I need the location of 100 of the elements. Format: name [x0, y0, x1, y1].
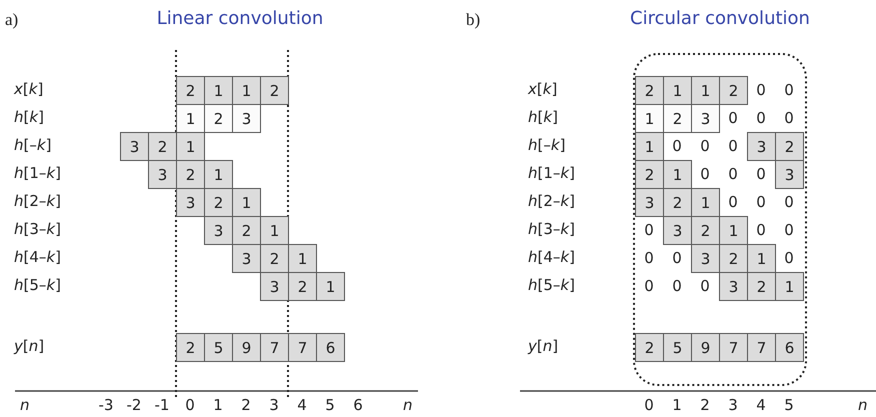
- sequence-label: h[5–k]: [14, 278, 61, 293]
- sequence-cell: 2: [635, 160, 664, 189]
- sequence-cell: 2: [691, 216, 720, 245]
- sequence-cell: 1: [316, 272, 345, 301]
- axis-tick-label: 2: [241, 398, 251, 413]
- zero-value: 0: [756, 223, 766, 238]
- sequence-label: x[k]: [14, 82, 44, 97]
- sequence-cell: 1: [635, 104, 664, 133]
- axis-tick-label: 1: [213, 398, 223, 413]
- zero-value: 0: [784, 223, 794, 238]
- sequence-label: h[–k]: [14, 138, 52, 153]
- sequence-cell: 1: [204, 160, 233, 189]
- sequence-cell: 2: [176, 333, 205, 362]
- sequence-cell: 7: [719, 333, 748, 362]
- axis-tick-label: 0: [644, 398, 654, 413]
- zero-value: 0: [784, 251, 794, 266]
- sequence-cell: 3: [691, 104, 720, 133]
- sequence-label: y[n]: [528, 339, 558, 354]
- sequence-cell: 3: [719, 272, 748, 301]
- zero-value: 0: [672, 279, 682, 294]
- sequence-label: h[5–k]: [528, 278, 575, 293]
- sequence-label: h[1–k]: [528, 166, 575, 181]
- sequence-cell: 2: [288, 272, 317, 301]
- sequence-cell: 3: [635, 188, 664, 217]
- sequence-cell: 2: [719, 76, 748, 105]
- sequence-cell: 1: [747, 244, 776, 273]
- sequence-cell: 1: [204, 76, 233, 105]
- sequence-cell: 3: [691, 244, 720, 273]
- sequence-cell: 3: [148, 160, 177, 189]
- zero-value: 0: [728, 111, 738, 126]
- sequence-label: h[4–k]: [528, 250, 575, 265]
- sequence-label: h[2–k]: [528, 194, 575, 209]
- sequence-cell: 1: [232, 188, 261, 217]
- panel-letter: b): [466, 11, 480, 28]
- sequence-cell: 2: [635, 76, 664, 105]
- sequence-label: h[k]: [14, 110, 44, 125]
- sequence-cell: 3: [232, 104, 261, 133]
- sequence-cell: 7: [288, 333, 317, 362]
- sequence-cell: 1: [691, 188, 720, 217]
- zero-value: 0: [756, 167, 766, 182]
- axis-tick-label: -3: [98, 398, 114, 413]
- sequence-cell: 2: [176, 76, 205, 105]
- zero-value: 0: [728, 139, 738, 154]
- sequence-cell: 9: [691, 333, 720, 362]
- sequence-cell: 3: [663, 216, 692, 245]
- sequence-cell: 1: [232, 76, 261, 105]
- axis-tick-label: 5: [325, 398, 335, 413]
- sequence-cell: 2: [260, 76, 289, 105]
- axis-tick-label: 0: [185, 398, 195, 413]
- zero-value: 0: [784, 111, 794, 126]
- sequence-label: h[2–k]: [14, 194, 61, 209]
- sequence-cell: 1: [635, 132, 664, 161]
- axis-tick-label: 6: [353, 398, 363, 413]
- sequence-cell: 5: [663, 333, 692, 362]
- zero-value: 0: [700, 279, 710, 294]
- sequence-cell: 2: [747, 272, 776, 301]
- sequence-label: h[4–k]: [14, 250, 61, 265]
- axis-tick-label: 3: [269, 398, 279, 413]
- axis-variable-label: n: [20, 398, 30, 413]
- sequence-cell: 1: [663, 160, 692, 189]
- zero-value: 0: [672, 251, 682, 266]
- zero-value: 0: [644, 279, 654, 294]
- sequence-label: x[k]: [528, 82, 558, 97]
- sequence-cell: 2: [663, 188, 692, 217]
- zero-value: 0: [784, 195, 794, 210]
- axis-variable-label: n: [858, 398, 868, 413]
- sequence-cell: 3: [747, 132, 776, 161]
- sequence-cell: 1: [288, 244, 317, 273]
- sequence-cell: 1: [260, 216, 289, 245]
- sequence-cell: 2: [775, 132, 804, 161]
- sequence-cell: 1: [775, 272, 804, 301]
- sequence-cell: 9: [232, 333, 261, 362]
- panel-title: Linear convolution: [156, 10, 324, 28]
- sequence-cell: 6: [775, 333, 804, 362]
- sequence-cell: 3: [232, 244, 261, 273]
- zero-value: 0: [672, 139, 682, 154]
- sequence-cell: 7: [260, 333, 289, 362]
- sequence-cell: 2: [204, 188, 233, 217]
- sequence-cell: 3: [204, 216, 233, 245]
- sequence-cell: 2: [232, 216, 261, 245]
- sequence-cell: 1: [691, 76, 720, 105]
- sequence-cell: 3: [120, 132, 149, 161]
- axis-tick-label: 1: [672, 398, 682, 413]
- zero-value: 0: [756, 195, 766, 210]
- axis-tick-label: 5: [784, 398, 794, 413]
- zero-value: 0: [700, 167, 710, 182]
- zero-value: 0: [644, 223, 654, 238]
- zero-value: 0: [700, 139, 710, 154]
- sequence-cell: 2: [260, 244, 289, 273]
- sequence-cell: 3: [260, 272, 289, 301]
- axis-tick-label: 4: [756, 398, 766, 413]
- sequence-label: h[–k]: [528, 138, 566, 153]
- sequence-cell: 1: [176, 104, 205, 133]
- zero-value: 0: [756, 83, 766, 98]
- sequence-cell: 5: [204, 333, 233, 362]
- sequence-cell: 3: [176, 188, 205, 217]
- sequence-label: h[1–k]: [14, 166, 61, 181]
- zero-value: 0: [644, 251, 654, 266]
- sequence-cell: 7: [747, 333, 776, 362]
- sequence-cell: 2: [663, 104, 692, 133]
